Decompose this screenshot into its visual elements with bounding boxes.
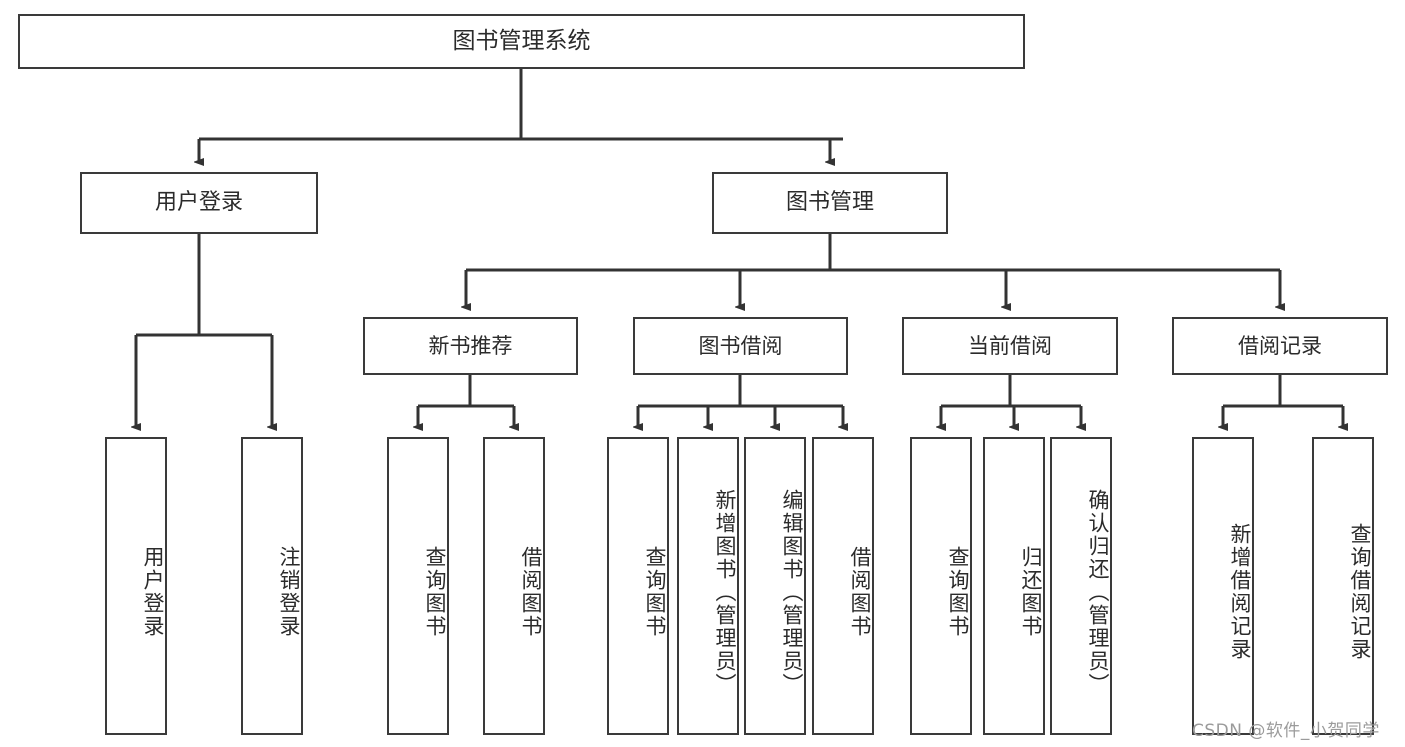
node-user-login[interactable]: 用户登录 [80,172,318,234]
node-leaf-add-record-label: 新增借阅记录 [1228,523,1252,661]
node-leaf-query-record-label: 查询借阅记录 [1348,523,1372,661]
csdn-watermark: CSDN @软件_小贺同学 [1192,721,1380,741]
node-leaf-query-book-3-label: 查询图书 [946,546,970,638]
node-book-manage-label: 图书管理 [785,190,874,216]
node-leaf-query-book-1[interactable]: 查询图书 [387,437,449,735]
node-book-manage[interactable]: 图书管理 [712,172,948,234]
node-new-book-recommend[interactable]: 新书推荐 [363,317,578,375]
node-leaf-borrow-book-1-label: 借阅图书 [519,546,543,638]
node-book-borrow[interactable]: 图书借阅 [633,317,848,375]
node-book-borrow-label: 图书借阅 [698,333,783,358]
node-leaf-query-book-1-label: 查询图书 [423,546,447,638]
node-leaf-add-book-label: 新增图书（管理员） [713,488,737,696]
node-root[interactable]: 图书管理系统 [18,14,1025,69]
node-leaf-query-book-2[interactable]: 查询图书 [607,437,669,735]
node-current-borrow-label: 当前借阅 [968,333,1052,358]
node-leaf-edit-book-label: 编辑图书（管理员） [780,488,804,696]
node-leaf-query-book-2-label: 查询图书 [643,546,667,638]
node-new-book-recommend-label: 新书推荐 [428,333,513,358]
node-leaf-borrow-book-1[interactable]: 借阅图书 [483,437,545,735]
node-leaf-user-login[interactable]: 用户登录 [105,437,167,735]
node-leaf-confirm-return-label: 确认归还（管理员） [1086,488,1110,696]
node-borrow-record-label: 借阅记录 [1238,333,1322,358]
node-user-login-label: 用户登录 [154,190,243,216]
node-leaf-return-book[interactable]: 归还图书 [983,437,1045,735]
node-leaf-borrow-book-2-label: 借阅图书 [848,546,872,638]
node-leaf-logout[interactable]: 注销登录 [241,437,303,735]
node-leaf-add-record[interactable]: 新增借阅记录 [1192,437,1254,735]
node-leaf-return-book-label: 归还图书 [1019,546,1043,638]
node-leaf-edit-book[interactable]: 编辑图书（管理员） [744,437,806,735]
node-borrow-record[interactable]: 借阅记录 [1172,317,1388,375]
node-leaf-query-book-3[interactable]: 查询图书 [910,437,972,735]
node-root-label: 图书管理系统 [452,27,591,54]
node-leaf-add-book[interactable]: 新增图书（管理员） [677,437,739,735]
node-leaf-user-login-label: 用户登录 [141,546,165,638]
node-leaf-borrow-book-2[interactable]: 借阅图书 [812,437,874,735]
node-leaf-confirm-return[interactable]: 确认归还（管理员） [1050,437,1112,735]
node-leaf-logout-label: 注销登录 [277,546,301,638]
node-current-borrow[interactable]: 当前借阅 [902,317,1118,375]
node-leaf-query-record[interactable]: 查询借阅记录 [1312,437,1374,735]
